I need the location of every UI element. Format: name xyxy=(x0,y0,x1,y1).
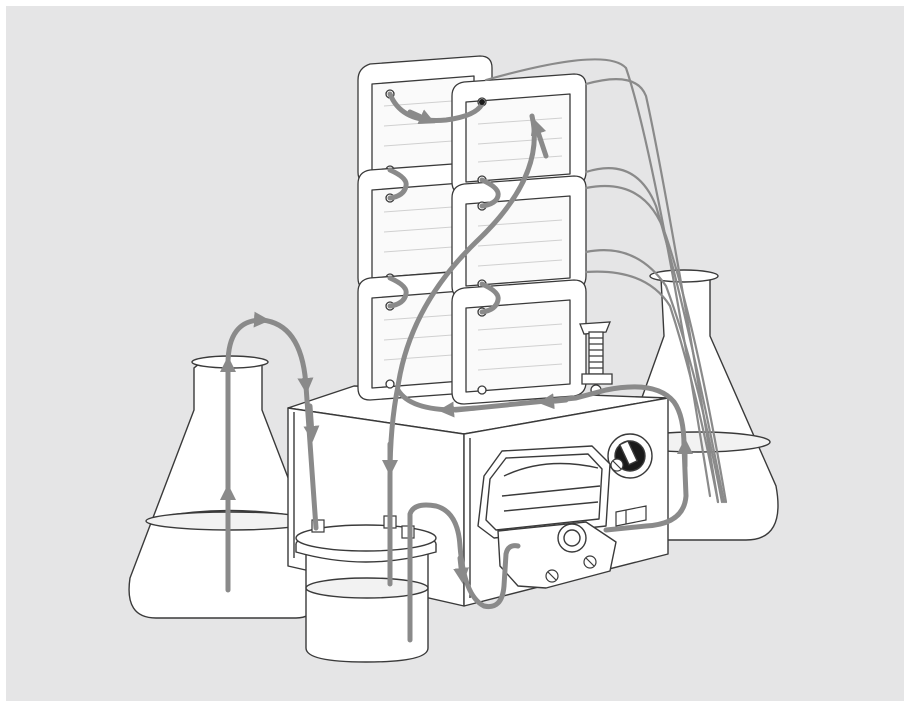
tube-u-connector-2 xyxy=(387,275,409,309)
tube-u-connector-1 xyxy=(387,167,409,201)
pump-head-rotor-line xyxy=(503,501,599,512)
tube-retentate-return xyxy=(395,384,689,533)
tube-u-connector-4 xyxy=(479,281,501,315)
tube-arrow-to-pump xyxy=(453,555,470,584)
tube-arrow-top-link xyxy=(407,109,436,125)
tube-arrow-down-to-reservoir xyxy=(303,403,320,442)
tube-arrow-return-1 xyxy=(438,401,479,418)
tube-u-connector-3 xyxy=(479,177,501,209)
reservoir-liquid xyxy=(305,577,429,599)
tube-top-link xyxy=(387,91,485,123)
pump-switch xyxy=(615,505,647,527)
tube-arrow-return-2 xyxy=(538,393,569,410)
peristaltic-pump-head xyxy=(477,445,617,589)
tubing-network xyxy=(219,58,728,643)
permeate-lines xyxy=(484,58,728,504)
tube-feed-to-cassette xyxy=(387,113,537,587)
tube-reservoir-to-pump xyxy=(407,502,521,643)
tube-arrow-feed-up xyxy=(530,118,549,159)
tube-flask-to-reservoir xyxy=(219,311,319,593)
pump-head-screws xyxy=(545,458,624,583)
figure-frame xyxy=(6,6,904,701)
filtration-setup-diagram xyxy=(6,6,904,701)
cassette-inlet-fitting xyxy=(479,99,485,105)
cassette-right-bottom xyxy=(451,279,587,405)
pump-speed-knob xyxy=(607,433,653,479)
pressure-gauge xyxy=(579,321,613,396)
reservoir-vessel xyxy=(295,524,437,663)
filter-cassette-stack xyxy=(357,55,587,405)
